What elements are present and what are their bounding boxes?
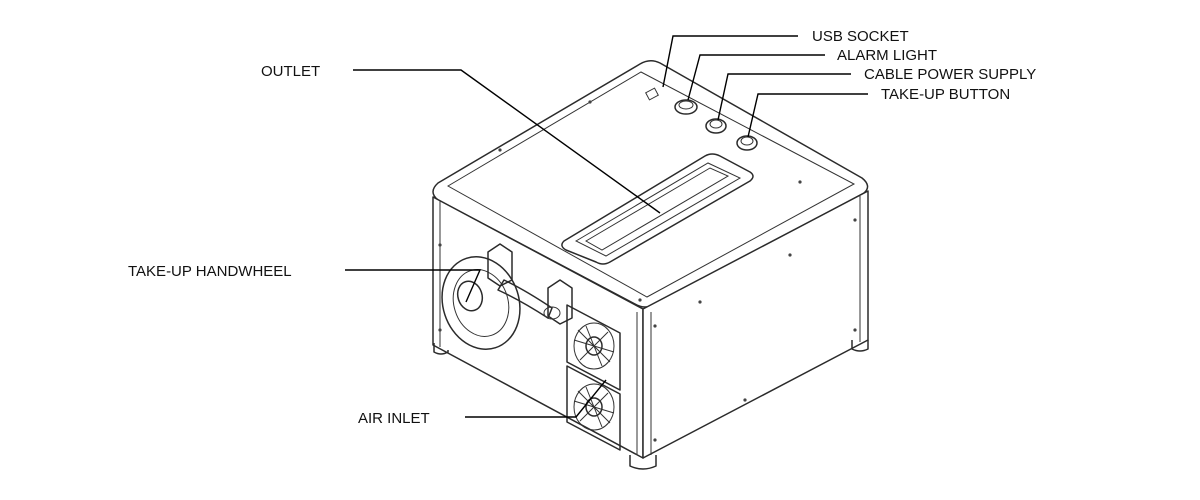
screws (438, 100, 857, 442)
foot-left (433, 343, 449, 355)
air-inlet-leader (465, 379, 607, 418)
cable-power-inner (709, 119, 723, 129)
cable-power-supply-leader (717, 73, 851, 121)
fan-lower-grille (573, 386, 615, 428)
label-alarm-light: ALARM LIGHT (837, 47, 937, 64)
fan-upper-hub (585, 336, 603, 356)
take-up-handwheel-leader (345, 269, 482, 303)
take-up-button-inner (740, 136, 754, 146)
label-cable-power-supply: CABLE POWER SUPPLY (864, 66, 1036, 83)
label-outlet: OUTLET (261, 63, 320, 80)
bracket-upper (487, 243, 513, 287)
bracket-lower (547, 279, 573, 325)
fan-upper-ring (573, 322, 615, 370)
outlet-leader (353, 69, 661, 214)
alarm-light-lamp (674, 99, 698, 115)
fan-upper-grille (573, 325, 615, 367)
outlet-slot (561, 153, 754, 265)
top-face-trim (446, 71, 856, 298)
handwheel-hub (456, 280, 484, 312)
handwheel-arm (497, 279, 553, 319)
foot-right (851, 340, 869, 352)
label-usb-socket: USB SOCKET (812, 28, 909, 45)
alarm-light-leader (687, 54, 825, 101)
usb-socket-leader (662, 35, 798, 88)
top-controls (645, 87, 758, 151)
label-air-inlet: AIR INLET (358, 410, 430, 427)
arm-end (543, 306, 561, 320)
handwheel-assembly (441, 243, 573, 350)
foot-front (629, 455, 657, 470)
take-up-button-leader (747, 93, 868, 138)
handwheel-rim (441, 256, 521, 350)
fan-upper-frame (566, 304, 621, 391)
take-up-button-knob (736, 135, 758, 151)
machine-body (432, 60, 869, 470)
label-take-up-handwheel: TAKE-UP HANDWHEEL (128, 263, 292, 280)
fan-lower-ring (573, 383, 615, 431)
alarm-light-inner (678, 100, 694, 110)
fan-lower-hub (585, 397, 603, 417)
usb-socket-port (645, 87, 659, 101)
label-take-up-button: TAKE-UP BUTTON (881, 86, 1010, 103)
air-inlet-fans (566, 304, 621, 451)
leader-lines (345, 35, 868, 418)
cable-power-supply-port (705, 118, 727, 134)
